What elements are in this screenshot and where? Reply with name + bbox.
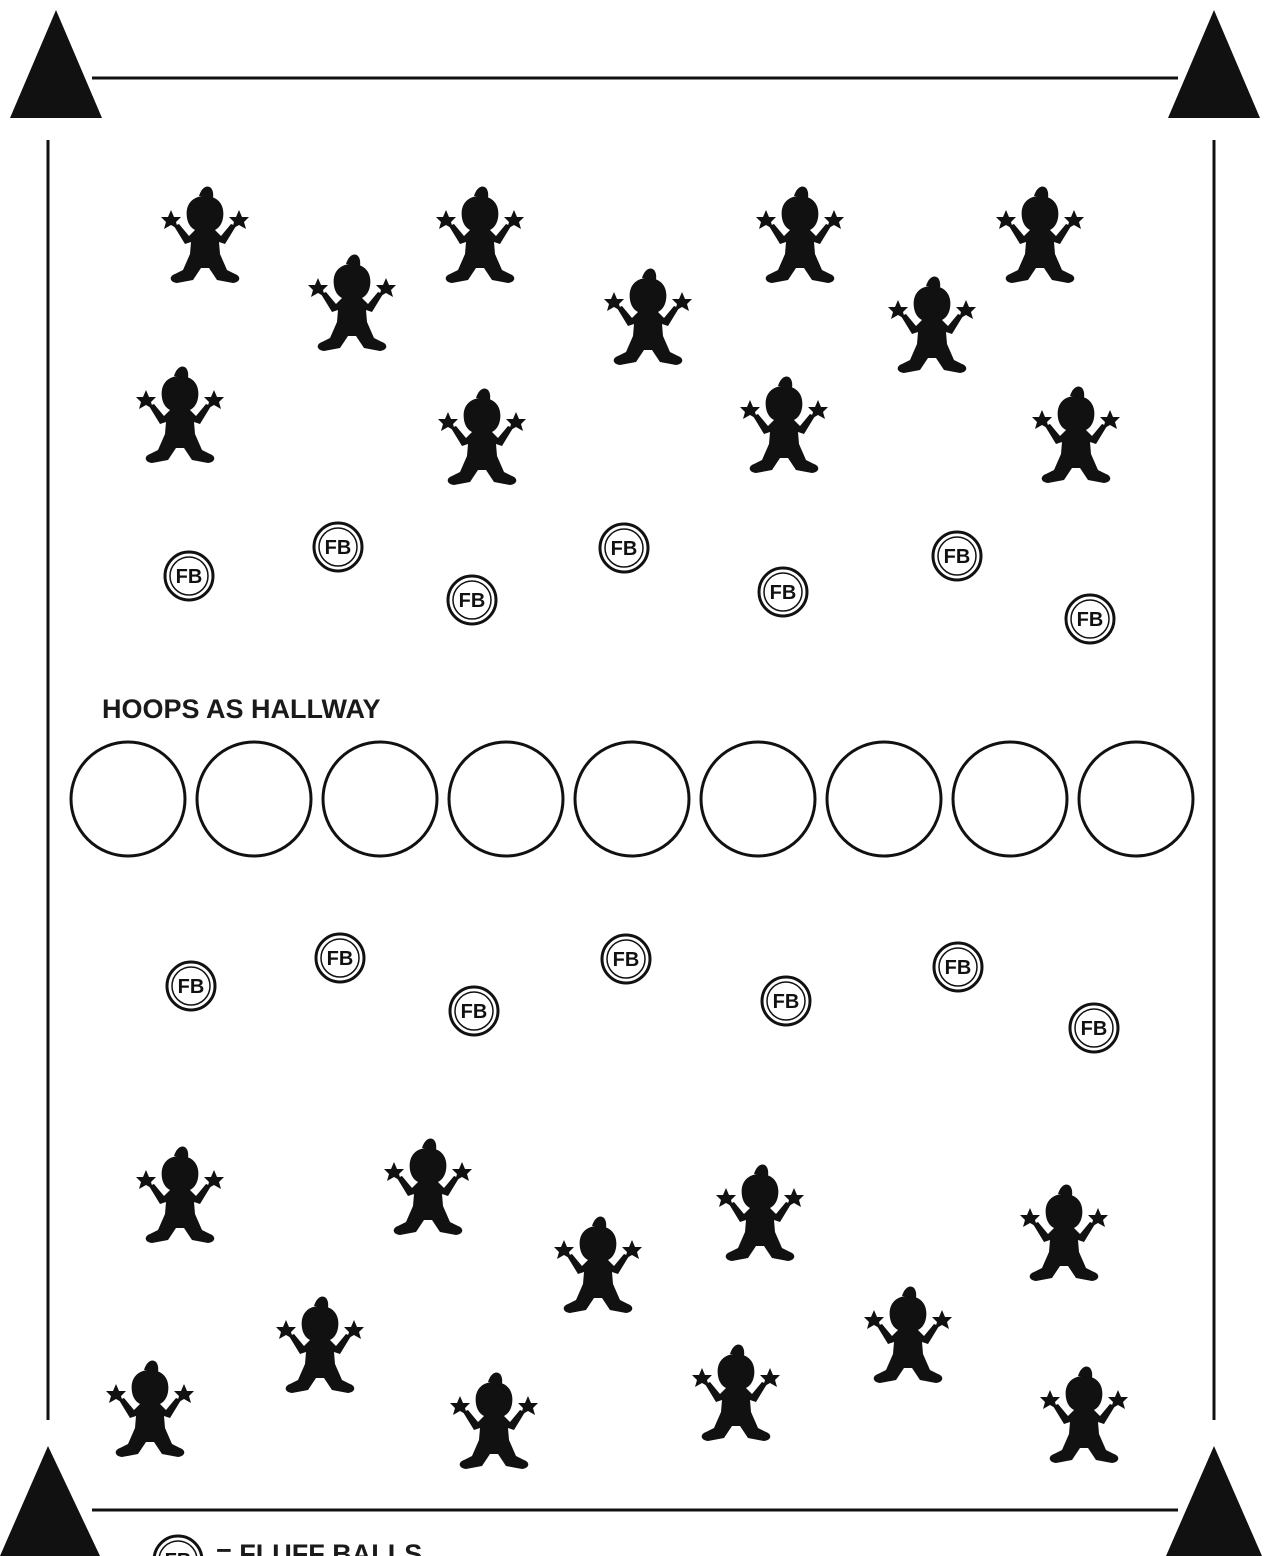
- student-icon: [1040, 1366, 1128, 1463]
- hoop-icon: [827, 742, 941, 856]
- fluff-ball: FB: [762, 977, 810, 1025]
- cone-top-left-icon: [10, 10, 102, 118]
- hoop-icon: [71, 742, 185, 856]
- student-icon: [554, 1216, 642, 1313]
- fluff-ball: FB: [934, 943, 982, 991]
- hoop-icon: [701, 742, 815, 856]
- fluff-ball: FB: [316, 934, 364, 982]
- fluff-ball: FB: [1066, 595, 1114, 643]
- fluff-ball: FB: [600, 524, 648, 572]
- fluff-ball-label: FB: [945, 957, 972, 979]
- hoop-icon: [1079, 742, 1193, 856]
- student-icon: [756, 186, 844, 283]
- fluff-ball-label: FB: [178, 976, 205, 998]
- student-icon: [106, 1360, 194, 1457]
- fluff-ball-label: FB: [459, 590, 486, 612]
- cone-bottom-left-icon: [0, 1446, 100, 1556]
- student-icon: [996, 186, 1084, 283]
- student-icon: [161, 186, 249, 283]
- student-icon: [716, 1164, 804, 1261]
- fluff-ball: FB: [167, 962, 215, 1010]
- hoop-icon: [323, 742, 437, 856]
- student-icon: [1032, 386, 1120, 483]
- fluff-ball-label: FB: [1081, 1018, 1108, 1040]
- legend-fluff-ball-label: FB: [165, 1550, 192, 1556]
- hoop-icon: [197, 742, 311, 856]
- hoop-icon: [575, 742, 689, 856]
- fluff-ball: FB: [759, 568, 807, 616]
- fluff-balls-bottom-row: FB FB FB FB FB FB FB: [167, 934, 1118, 1052]
- student-icon: [864, 1286, 952, 1383]
- student-icon: [136, 366, 224, 463]
- student-icon: [604, 268, 692, 365]
- student-icon: [740, 376, 828, 473]
- student-icon: [888, 276, 976, 373]
- fluff-ball: FB: [602, 935, 650, 983]
- fluff-ball-label: FB: [1077, 609, 1104, 631]
- fluff-ball-label: FB: [944, 546, 971, 568]
- student-icon: [438, 388, 526, 485]
- students-top-group: [136, 186, 1120, 485]
- student-icon: [136, 1146, 224, 1243]
- hoops-hallway: [71, 742, 1193, 856]
- fluff-ball-label: FB: [461, 1001, 488, 1023]
- legend-text: = FLUFF BALLS: [216, 1539, 422, 1556]
- fluff-ball: FB: [448, 576, 496, 624]
- fluff-ball-label: FB: [773, 991, 800, 1013]
- fluff-ball: FB: [450, 987, 498, 1035]
- student-icon: [436, 186, 524, 283]
- fluff-ball: FB: [1070, 1004, 1118, 1052]
- hoop-icon: [449, 742, 563, 856]
- student-icon: [1020, 1184, 1108, 1281]
- fluff-ball-label: FB: [611, 538, 638, 560]
- fluff-ball-label: FB: [770, 582, 797, 604]
- fluff-ball-label: FB: [327, 948, 354, 970]
- students-bottom-group: [106, 1138, 1128, 1469]
- fluff-ball-label: FB: [613, 949, 640, 971]
- hoop-icon: [953, 742, 1067, 856]
- legend-fluff-ball-icon: FB: [154, 1536, 202, 1556]
- fluff-ball: FB: [165, 552, 213, 600]
- legend: FB = FLUFF BALLS: [154, 1536, 422, 1556]
- fluff-ball-label: FB: [325, 537, 352, 559]
- fluff-ball: FB: [314, 523, 362, 571]
- cone-bottom-right-icon: [1166, 1446, 1262, 1556]
- student-icon: [384, 1138, 472, 1235]
- fluff-balls-top-row: FB FB FB FB FB FB FB: [165, 523, 1114, 643]
- student-icon: [308, 254, 396, 351]
- student-icon: [450, 1372, 538, 1469]
- hallway-label: HOOPS AS HALLWAY: [102, 694, 381, 724]
- cone-top-right-icon: [1168, 10, 1260, 118]
- student-icon: [276, 1296, 364, 1393]
- fluff-ball: FB: [933, 532, 981, 580]
- student-icon: [692, 1344, 780, 1441]
- fluff-ball-label: FB: [176, 566, 203, 588]
